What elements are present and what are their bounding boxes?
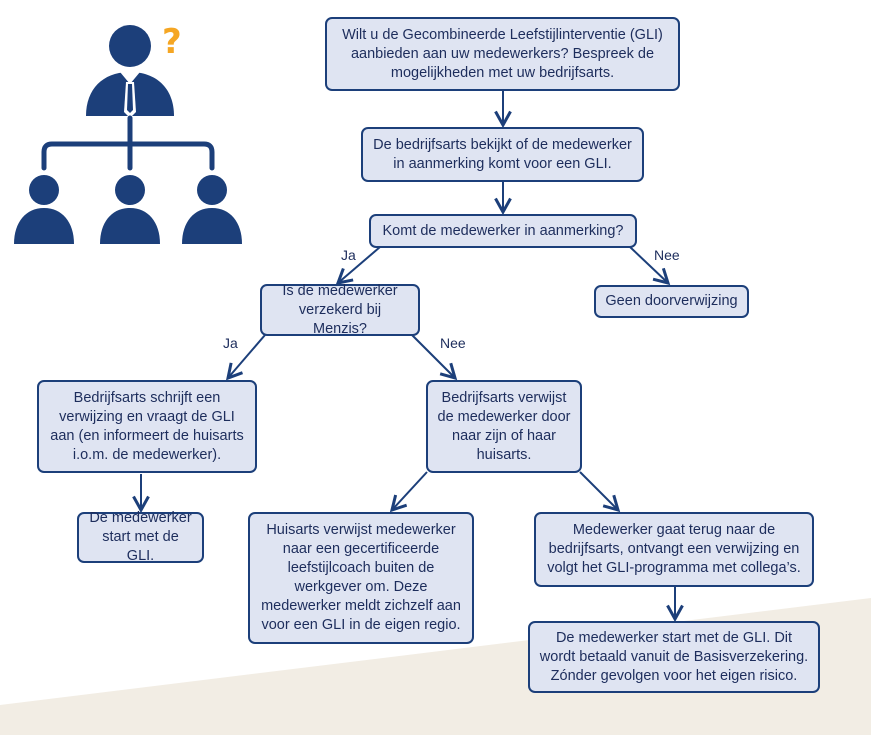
check-eligibility-box: De bedrijfsarts bekijkt of de medewerker… — [361, 127, 644, 182]
insured-question-box: Is de medewerker verzekerd bij Menzis? — [260, 283, 420, 337]
edge-label-eligible-yes: Ja — [341, 247, 356, 263]
refers-gp-box: Bedrijfsarts verwijst de medewerker door… — [426, 380, 582, 473]
refers-gli-box: Bedrijfsarts schrijft een verwijzing en … — [37, 380, 257, 473]
question-gli-box: Wilt u de Gecombineerde Leefstijlinterve… — [325, 17, 680, 91]
starts-gli-box: De medewerker start met de GLI. — [77, 510, 204, 564]
edge-label-eligible-no: Nee — [654, 247, 680, 263]
arrow-eligible-yes — [338, 246, 381, 283]
arrow-insured-no — [411, 334, 455, 378]
arrow-insured-yes — [228, 334, 266, 378]
arrow-gp-to-gpref — [392, 471, 428, 510]
question-mark-icon: ? — [162, 22, 182, 62]
org-chart-icon: ? — [12, 22, 244, 250]
arrow-gp-to-back — [579, 471, 618, 510]
edge-label-insured-yes: Ja — [223, 335, 238, 351]
no-referral-box: Geen doorverwijzing — [594, 285, 749, 318]
starts-gli-basic-insurance-box: De medewerker start met de GLI. Dit word… — [528, 621, 820, 693]
eligible-question-box: Komt de medewerker in aanmerking? — [369, 214, 637, 248]
edge-label-insured-no: Nee — [440, 335, 466, 351]
gp-refers-coach-box: Huisarts verwijst medewerker naar een ge… — [248, 512, 474, 644]
back-to-occupational-physician-box: Medewerker gaat terug naar de bedrijfsar… — [534, 512, 814, 587]
people-hierarchy-icon — [14, 25, 242, 244]
arrow-eligible-no — [629, 246, 668, 283]
